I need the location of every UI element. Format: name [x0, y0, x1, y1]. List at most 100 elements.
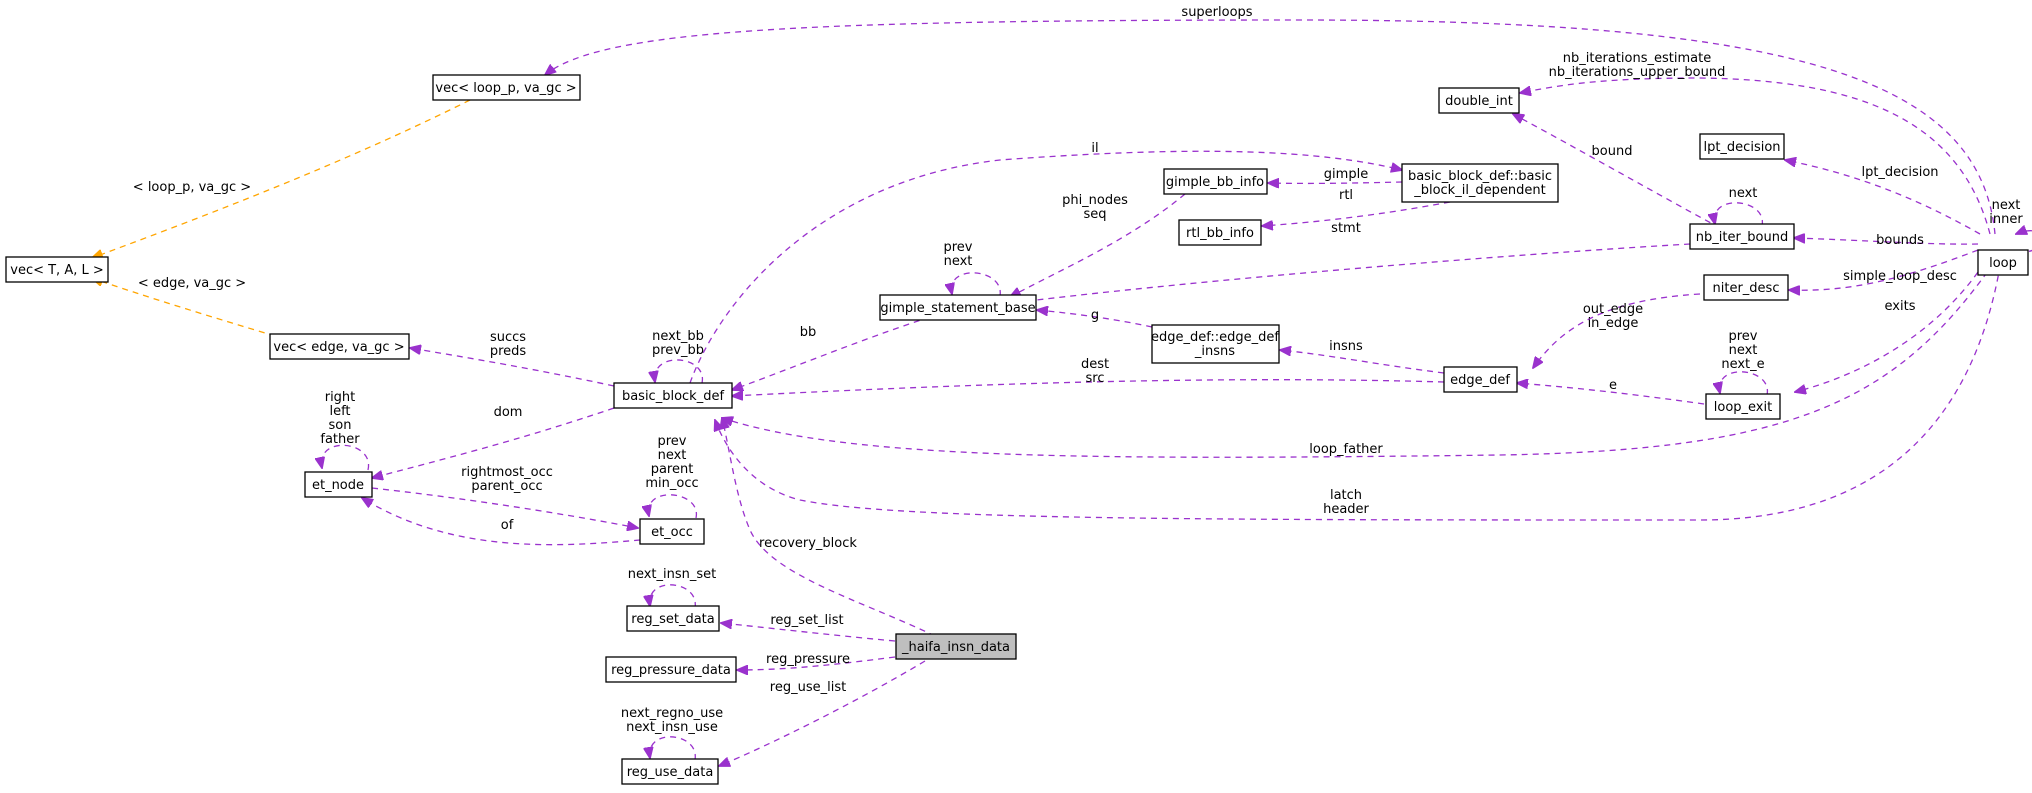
- label-son: son: [329, 418, 352, 433]
- edge-next-bb: [655, 359, 703, 383]
- edge-gimple: [1268, 182, 1403, 183]
- node-label-line1: edge_def::edge_def: [1151, 330, 1279, 345]
- node-label: reg_set_data: [631, 612, 714, 627]
- label-rtl: rtl: [1339, 188, 1353, 203]
- node-reg-set-data[interactable]: reg_set_data: [626, 605, 720, 632]
- edge-g: [1037, 310, 1153, 328]
- node-double-int[interactable]: double_int: [1438, 87, 1520, 114]
- label-dom: dom: [494, 405, 523, 420]
- node-label: nb_iter_bound: [1696, 230, 1788, 245]
- label-occ-parent: parent: [651, 462, 694, 477]
- edge-rtl: [1262, 201, 1451, 226]
- node-et-occ[interactable]: et_occ: [639, 518, 705, 545]
- label-e: e: [1609, 378, 1617, 393]
- edge-out-in-edge: [1533, 293, 1701, 368]
- edge-loop-father: [722, 253, 2001, 458]
- node-gimple-statement-base[interactable]: gimple_statement_base: [879, 294, 1037, 321]
- edge-e: [1517, 383, 1705, 405]
- node-niter-desc[interactable]: niter_desc: [1703, 274, 1789, 301]
- node-label: et_occ: [651, 525, 693, 540]
- label-insns: insns: [1329, 339, 1363, 354]
- edge-superloops: [545, 19, 1996, 235]
- node-label: reg_use_data: [627, 765, 714, 780]
- label-gimple: gimple: [1324, 167, 1368, 182]
- node-et-node[interactable]: et_node: [304, 471, 373, 498]
- node-loop[interactable]: loop: [1977, 249, 2029, 276]
- label-loop-next: next: [1992, 198, 2021, 213]
- label-seq: seq: [1083, 207, 1106, 222]
- label-reg-pressure: reg_pressure: [766, 652, 850, 667]
- edge-latch-header: [715, 253, 2003, 521]
- edge-exits: [1795, 253, 1991, 392]
- node-haifa-insn-data[interactable]: _haifa_insn_data: [895, 633, 1017, 660]
- node-reg-pressure-data[interactable]: reg_pressure_data: [605, 656, 737, 683]
- node-lpt-decision[interactable]: lpt_decision: [1699, 133, 1785, 160]
- edge-et-self: [321, 444, 370, 471]
- node-label: vec< loop_p, va_gc >: [435, 81, 576, 96]
- node-rtl-bb-info[interactable]: rtl_bb_info: [1178, 219, 1262, 246]
- node-label: double_int: [1445, 94, 1513, 109]
- edge-of: [362, 498, 641, 546]
- node-gimple-bb-info[interactable]: gimple_bb_info: [1163, 168, 1268, 195]
- label-reg-use-list: reg_use_list: [770, 680, 846, 695]
- label-nib-next: next: [1729, 186, 1758, 201]
- label-occ-min-occ: min_occ: [645, 476, 698, 491]
- node-label: _haifa_insn_data: [901, 640, 1010, 655]
- label-bounds: bounds: [1876, 233, 1924, 248]
- node-edge-def-insns[interactable]: edge_def::edge_def _insns: [1151, 324, 1280, 364]
- label-simple-loop-desc: simple_loop_desc: [1843, 269, 1957, 284]
- label-recovery-block: recovery_block: [759, 536, 857, 551]
- node-label: edge_def: [1450, 373, 1510, 388]
- label-preds: preds: [490, 344, 527, 359]
- edge-bb: [732, 316, 931, 390]
- edge-exit-self: [1719, 371, 1768, 396]
- node-nb-iter-bound[interactable]: nb_iter_bound: [1689, 223, 1795, 250]
- label-of: of: [501, 518, 514, 533]
- label-exit-prev: prev: [1728, 329, 1757, 344]
- edge-reg-set-list: [721, 623, 896, 642]
- label-bb: bb: [800, 325, 817, 340]
- node-vec-edge[interactable]: vec< edge, va_gc >: [269, 333, 410, 360]
- label-loop-inner: inner: [1989, 212, 2023, 227]
- edge-lpt-decision: [1785, 160, 1981, 235]
- label-parent-occ: parent_occ: [471, 479, 542, 494]
- node-label: gimple_bb_info: [1166, 175, 1264, 190]
- node-vec-loop-p[interactable]: vec< loop_p, va_gc >: [432, 74, 581, 101]
- edge-il: [689, 150, 1402, 384]
- node-basic-block-def[interactable]: basic_block_def: [613, 382, 733, 409]
- node-basic-block-il-dependent[interactable]: basic_block_def::basic _block_il_depende…: [1401, 163, 1559, 203]
- label-next-regno-use: next_regno_use: [621, 706, 723, 721]
- edge-gsb-self: [951, 272, 1001, 297]
- edge-succs-preds: [410, 348, 615, 387]
- node-label: loop_exit: [1714, 400, 1772, 415]
- label-nb-iterations-upper-bound: nb_iterations_upper_bound: [1549, 65, 1726, 80]
- label-left: left: [329, 404, 350, 419]
- edge-loop-self: [2016, 231, 2032, 253]
- edge-occ-self: [648, 494, 697, 519]
- label-in-edge: in_edge: [1588, 316, 1639, 331]
- label-lpt-decision: lpt_decision: [1861, 165, 1938, 180]
- node-label: vec< edge, va_gc >: [273, 340, 404, 355]
- node-reg-use-data[interactable]: reg_use_data: [621, 758, 719, 785]
- label-father: father: [320, 432, 360, 447]
- edge-reg-use-list: [719, 660, 926, 766]
- label-dest: dest: [1081, 357, 1109, 372]
- edge-nib-self: [1714, 202, 1763, 227]
- label-next-bb: next_bb: [652, 329, 704, 344]
- label-rightmost-occ: rightmost_occ: [461, 465, 553, 480]
- label-out-edge: out_edge: [1583, 302, 1643, 317]
- node-label: loop: [1989, 256, 2017, 271]
- edge-recovery-block: [722, 418, 936, 637]
- nodes: _haifa_insn_data basic_block_def reg_set…: [5, 74, 2029, 785]
- node-label: basic_block_def: [622, 389, 724, 404]
- label-header: header: [1323, 502, 1369, 517]
- label-prev-bb: prev_bb: [652, 343, 704, 358]
- label-occ-prev: prev: [657, 434, 686, 449]
- edge-insns: [1280, 350, 1445, 374]
- node-loop-exit[interactable]: loop_exit: [1705, 393, 1781, 420]
- node-vec-t-a-l[interactable]: vec< T, A, L >: [5, 256, 109, 283]
- edge-labels: recovery_block reg_set_list reg_pressure…: [133, 5, 2024, 735]
- node-label: reg_pressure_data: [611, 663, 731, 678]
- node-edge-def[interactable]: edge_def: [1443, 366, 1518, 393]
